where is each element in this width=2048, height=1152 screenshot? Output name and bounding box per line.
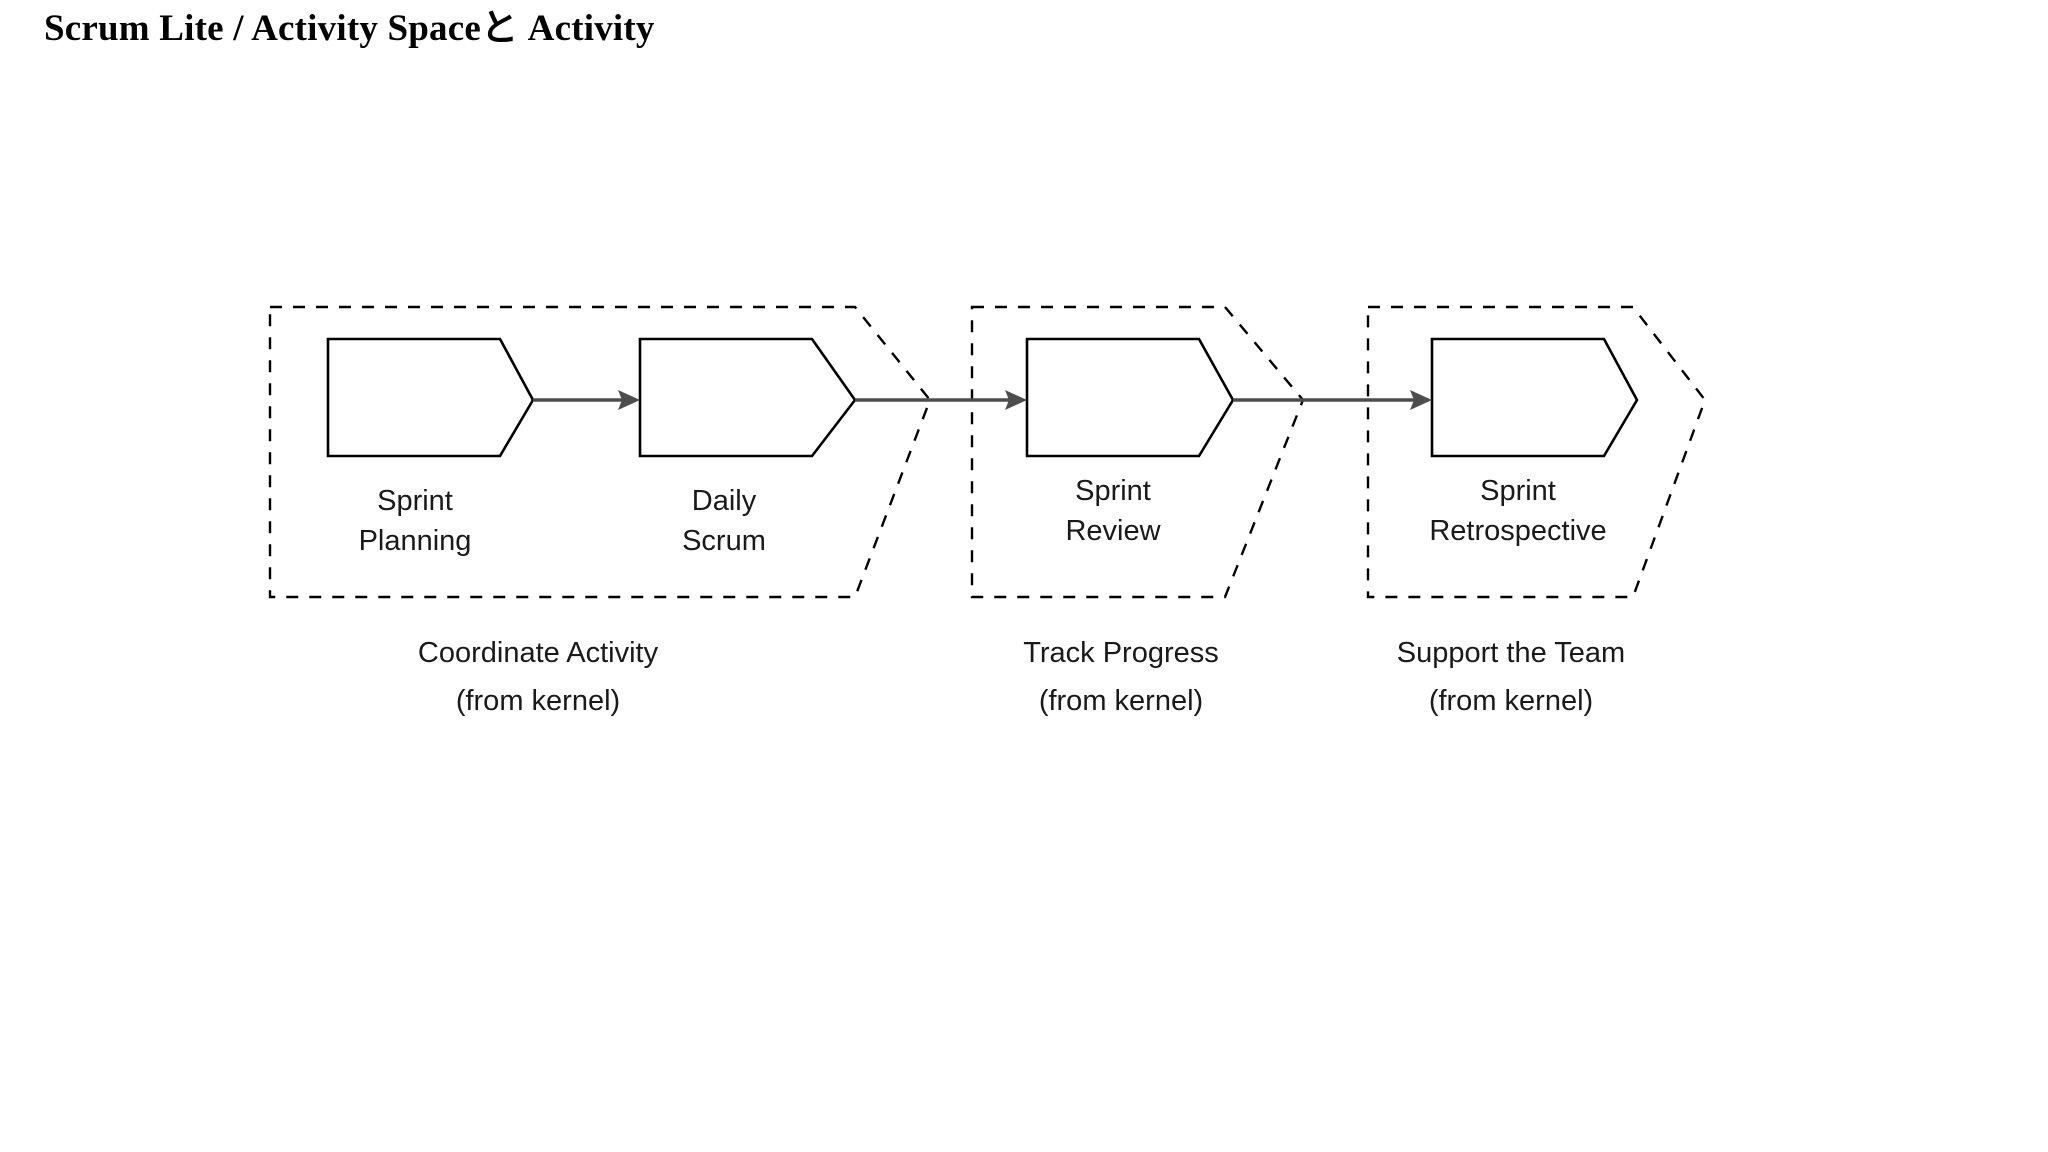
space-boundary-coordinate-activity	[268, 305, 932, 599]
activity-shape-sprint-review	[1025, 337, 1235, 458]
arrowhead-icon	[1410, 390, 1432, 410]
space-label-track-progress: Track Progress	[1023, 637, 1219, 669]
activity-space-track-progress[interactable]: Sprint Review Track Progress (from kerne…	[970, 305, 1305, 717]
activity-sprint-retrospective[interactable]: Sprint Retrospective	[1429, 337, 1639, 547]
activity-sprint-planning[interactable]: Sprint Planning	[326, 337, 535, 557]
space-sublabel-support-the-team: (from kernel)	[1429, 685, 1593, 717]
flow-planning-to-scrum	[533, 390, 640, 410]
activity-label-sprint-review-line2: Review	[1065, 515, 1161, 547]
activity-label-daily-scrum-line1: Daily	[692, 485, 757, 517]
activity-space-support-the-team[interactable]: Sprint Retrospective Support the Team (f…	[1366, 305, 1707, 717]
activity-label-sprint-review-line1: Sprint	[1075, 475, 1151, 507]
activity-label-sprint-retrospective-line2: Retrospective	[1429, 515, 1606, 547]
activity-sprint-review[interactable]: Sprint Review	[1025, 337, 1235, 547]
activity-shape-sprint-planning	[326, 337, 535, 458]
arrowhead-icon	[1005, 390, 1027, 410]
space-label-support-the-team: Support the Team	[1397, 637, 1625, 669]
flow-review-to-retrospective	[1233, 390, 1432, 410]
arrowhead-icon	[618, 390, 640, 410]
activity-shape-sprint-retrospective	[1430, 337, 1639, 458]
space-boundary-support-the-team	[1366, 305, 1707, 599]
space-boundary-track-progress	[970, 305, 1305, 599]
space-sublabel-track-progress: (from kernel)	[1039, 685, 1203, 717]
activity-label-daily-scrum-line2: Scrum	[682, 525, 766, 557]
space-sublabel-coordinate-activity: (from kernel)	[456, 685, 620, 717]
space-label-coordinate-activity: Coordinate Activity	[418, 637, 659, 669]
activity-daily-scrum[interactable]: Daily Scrum	[638, 337, 857, 557]
activity-space-coordinate-activity[interactable]: Sprint Planning Daily Scrum Coordinate A…	[268, 305, 932, 717]
activity-label-sprint-planning-line1: Sprint	[377, 485, 453, 517]
page-title: Scrum Lite / Activity Spaceと Activity	[44, 8, 655, 49]
flow-scrum-to-review	[855, 390, 1027, 410]
activity-shape-daily-scrum	[638, 337, 857, 458]
activity-label-sprint-planning-line2: Planning	[359, 525, 472, 557]
activity-label-sprint-retrospective-line1: Sprint	[1480, 475, 1556, 507]
